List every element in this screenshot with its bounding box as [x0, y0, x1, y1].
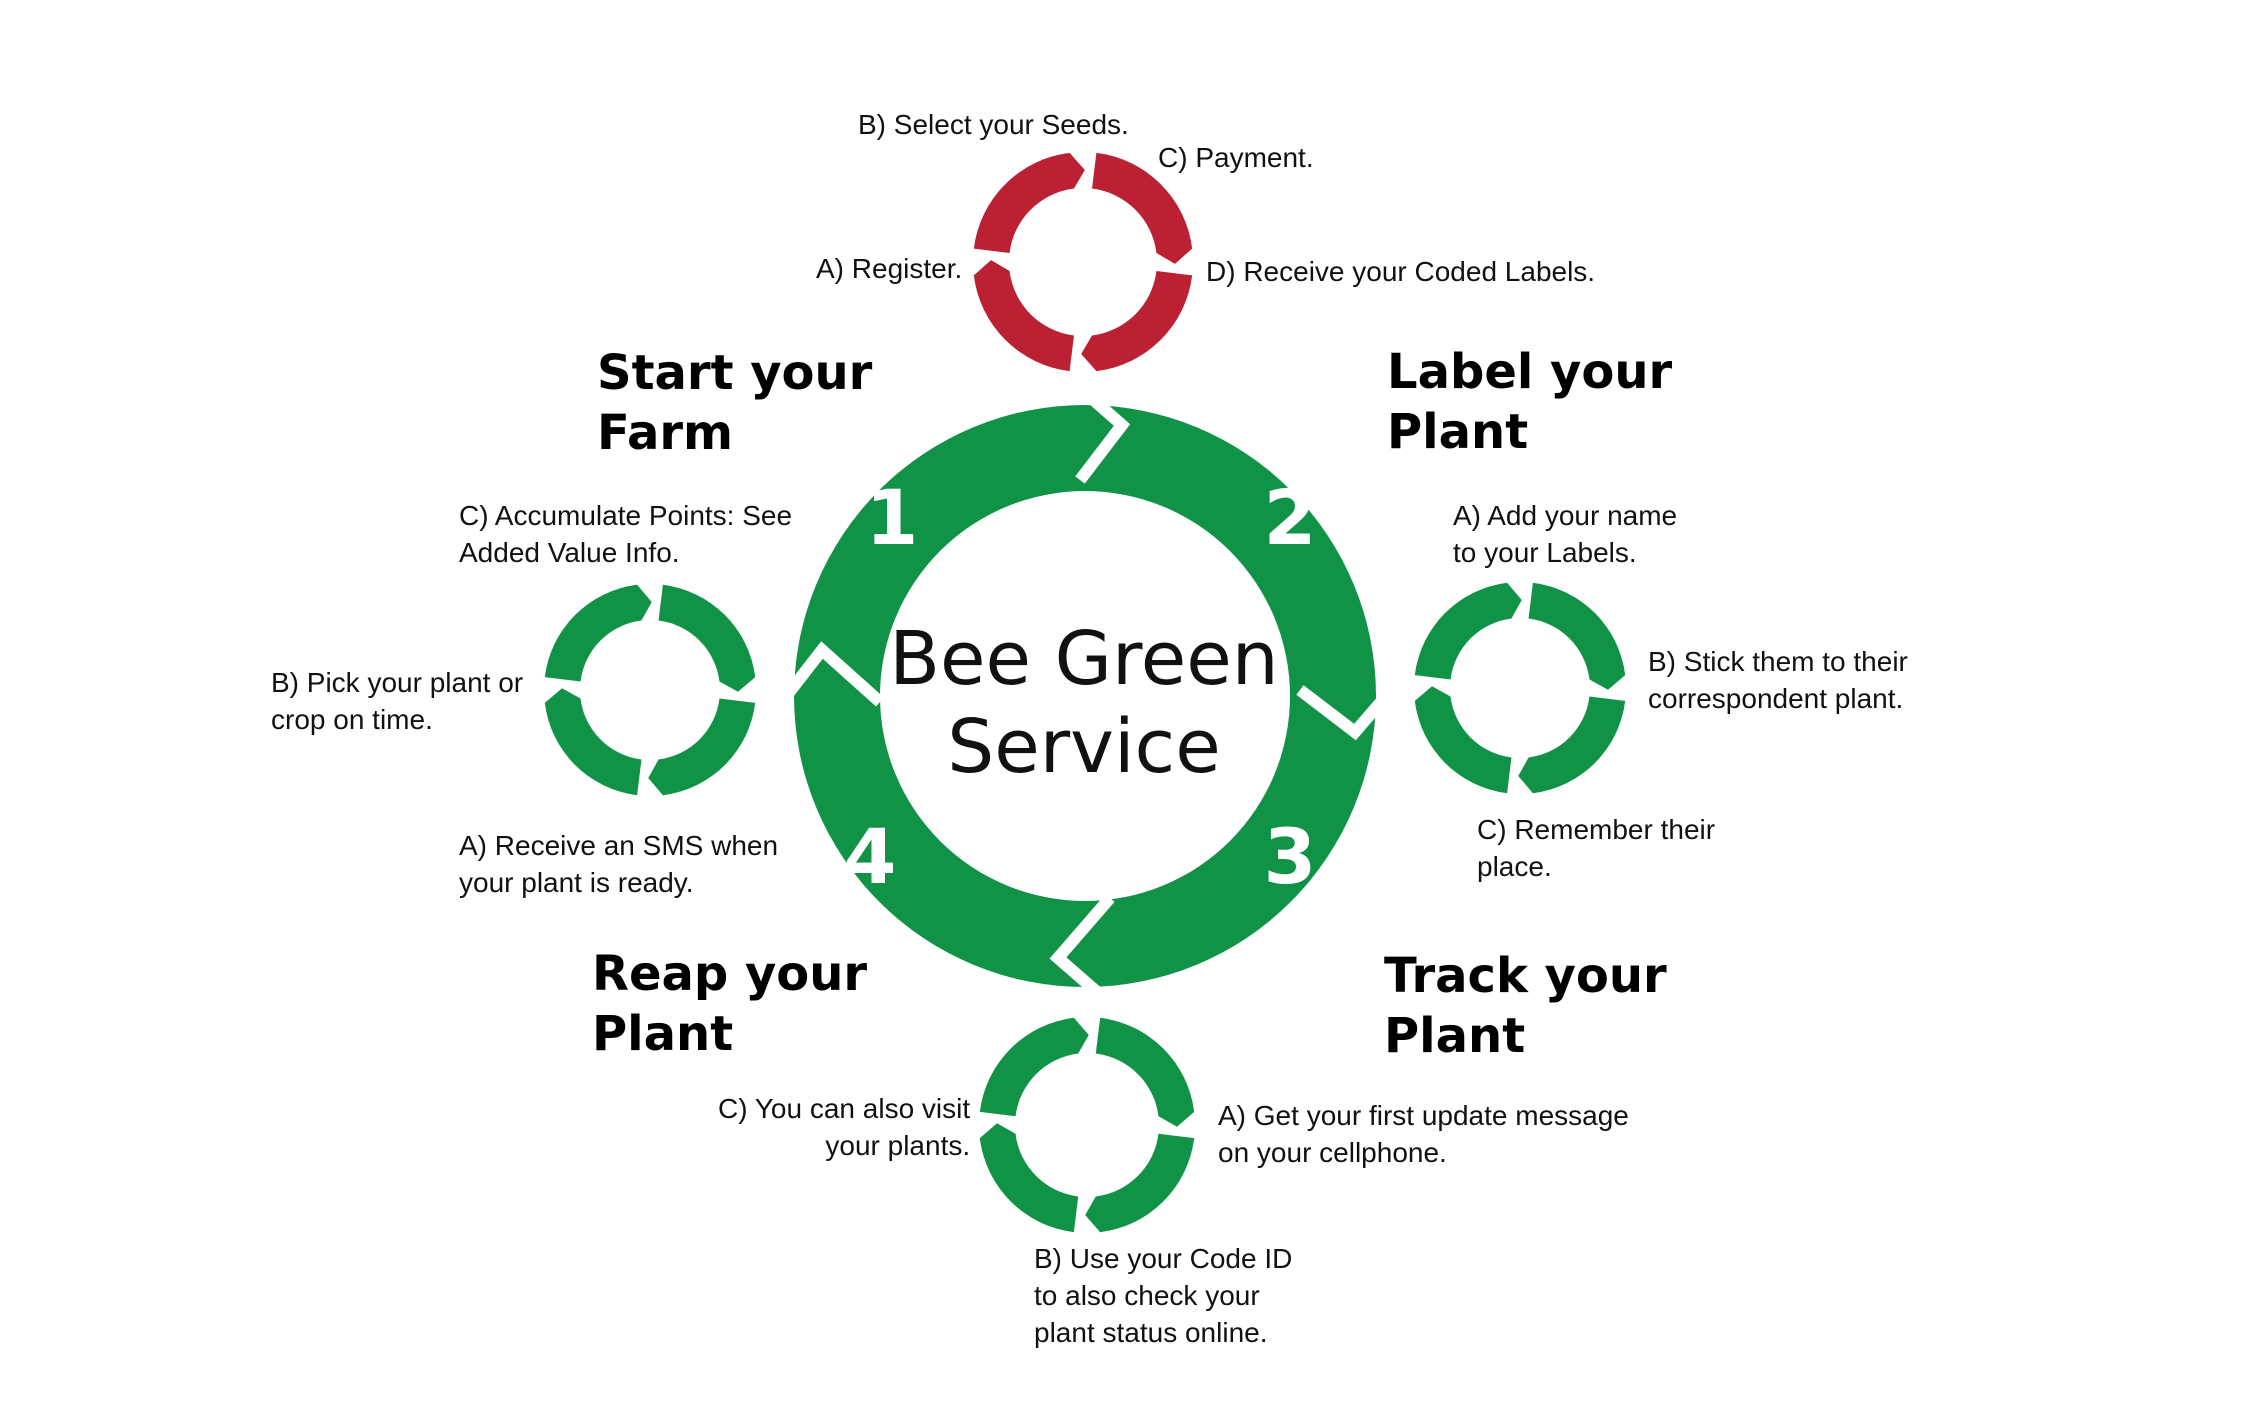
- stage-heading-track-line2: Plant: [1384, 1008, 1526, 1064]
- register-cycle-icon: [973, 152, 1193, 372]
- stage-heading-track-line1: Track your: [1384, 948, 1667, 1004]
- stage-heading-track: Track your Plant: [1384, 946, 1667, 1066]
- stage-heading-label-line1: Label your: [1387, 344, 1673, 400]
- main-ring-center: [880, 491, 1290, 901]
- main-cycle-ring: [755, 361, 1417, 1017]
- right-step-a-line2: to your Labels.: [1453, 537, 1637, 568]
- cycle-arrow-segment: [544, 584, 652, 682]
- left-step-a: A) Receive an SMS when your plant is rea…: [459, 827, 778, 901]
- cycle-arrow-segment: [973, 260, 1074, 372]
- left-step-b-line2: crop on time.: [271, 704, 433, 735]
- cycle-arrow-segment: [1081, 271, 1193, 372]
- cycle-arrow-segment: [648, 698, 756, 796]
- label-cycle-icon: [1414, 582, 1626, 794]
- ring-divider-1: [1051, 361, 1131, 484]
- stage-heading-label: Label your Plant: [1387, 342, 1672, 462]
- left-step-b-line1: B) Pick your plant or: [271, 667, 524, 698]
- stage-heading-start: Start your Farm: [597, 343, 872, 463]
- right-step-c: C) Remember their place.: [1477, 811, 1715, 885]
- right-step-c-line1: C) Remember their: [1477, 814, 1716, 845]
- cycle-arrow-segment: [979, 1123, 1079, 1233]
- center-title-line1: Bee Green: [889, 616, 1279, 702]
- right-step-b-line2: correspondent plant.: [1648, 683, 1904, 714]
- stage-number-4: 4: [843, 812, 897, 901]
- bottom-step-b-line3: plant status online.: [1034, 1317, 1268, 1348]
- bottom-step-a: A) Get your first update message on your…: [1218, 1097, 1629, 1171]
- bottom-step-b-line2: to also check your: [1034, 1280, 1260, 1311]
- left-step-c: C) Accumulate Points: See Added Value In…: [459, 497, 792, 571]
- bottom-step-b-line1: B) Use your Code ID: [1034, 1243, 1293, 1274]
- right-step-b-line1: B) Stick them to their: [1648, 646, 1908, 677]
- bottom-step-b: B) Use your Code ID to also check your p…: [1034, 1240, 1292, 1351]
- stage-number-1: 1: [865, 473, 919, 562]
- cycle-arrow-segment: [1092, 152, 1193, 264]
- stage-heading-start-line2: Farm: [597, 405, 734, 461]
- stage-heading-reap: Reap your Plant: [592, 944, 867, 1064]
- right-step-a-line1: A) Add your name: [1453, 500, 1678, 531]
- cycle-arrow-segment: [1095, 1017, 1195, 1127]
- cycle-arrow-segment: [1414, 582, 1522, 680]
- stage-number-3: 3: [1263, 812, 1317, 901]
- ring-divider-2: [1296, 662, 1417, 741]
- cycle-arrow-segment: [1414, 686, 1512, 794]
- stage-heading-label-line2: Plant: [1387, 404, 1529, 460]
- left-step-c-line1: C) Accumulate Points: See: [459, 500, 793, 531]
- left-step-a-line1: A) Receive an SMS when: [459, 830, 779, 861]
- top-step-a: A) Register.: [816, 253, 963, 284]
- cycle-arrow-segment: [1518, 696, 1626, 794]
- reap-cycle-icon: [544, 584, 756, 796]
- top-step-b: B) Select your Seeds.: [858, 109, 1129, 140]
- right-step-c-line2: place.: [1477, 851, 1552, 882]
- top-step-c: C) Payment.: [1158, 142, 1314, 173]
- bottom-step-a-line2: on your cellphone.: [1218, 1137, 1447, 1168]
- bottom-step-c: C) You can also visit your plants.: [718, 1090, 970, 1164]
- bottom-step-c-line2: your plants.: [825, 1130, 971, 1161]
- ring-divider-3: [1049, 894, 1124, 1017]
- track-cycle-icon: [979, 1017, 1195, 1233]
- cycle-arrow-segment: [1085, 1133, 1195, 1233]
- bottom-step-a-line1: A) Get your first update message: [1218, 1100, 1629, 1131]
- top-step-d: D) Receive your Coded Labels.: [1206, 256, 1596, 287]
- right-step-b: B) Stick them to their correspondent pla…: [1648, 643, 1908, 717]
- stage-heading-reap-line2: Plant: [592, 1006, 734, 1062]
- cycle-arrow-segment: [544, 688, 642, 796]
- center-title-line2: Service: [947, 704, 1221, 790]
- cycle-arrow-segment: [1528, 582, 1626, 690]
- left-step-c-line2: Added Value Info.: [459, 537, 680, 568]
- center-title: Bee Green Service: [824, 615, 1344, 791]
- stage-heading-reap-line1: Reap your: [592, 946, 868, 1002]
- stage-number-2: 2: [1263, 473, 1317, 562]
- cycle-arrow-segment: [973, 152, 1085, 253]
- stage-heading-start-line1: Start your: [597, 345, 873, 401]
- bottom-step-c-line1: C) You can also visit: [718, 1093, 971, 1124]
- right-step-a: A) Add your name to your Labels.: [1453, 497, 1677, 571]
- cycle-arrow-segment: [979, 1017, 1089, 1117]
- cycle-arrow-segment: [658, 584, 756, 692]
- ring-divider-4: [755, 641, 885, 734]
- left-step-b: B) Pick your plant or crop on time.: [271, 664, 523, 738]
- left-step-a-line2: your plant is ready.: [459, 867, 694, 898]
